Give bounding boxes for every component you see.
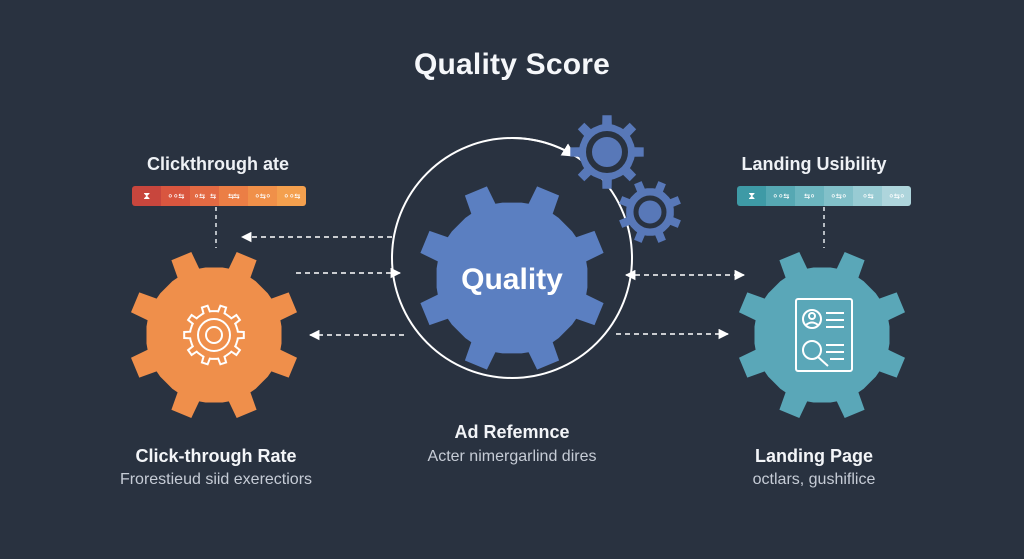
quality-gear — [420, 186, 604, 370]
gear-icon — [570, 115, 644, 189]
left-caption: Frorestieud siid exerectiors — [119, 471, 313, 488]
left-metric-bar: ⧗ ∘∘⇆ ∘⇆ ⇆ ⇆⇆ ∘⇆∘ ∘∘⇆ — [132, 186, 306, 206]
target-gear-icon — [183, 304, 245, 366]
cycle-arrow — [511, 137, 577, 157]
landing-page-gear — [739, 252, 905, 418]
small-gear-2-hole — [633, 195, 667, 229]
right-bar-seg: ∘∘⇆ — [766, 186, 795, 206]
left-bar-seg: ⇆⇆ — [219, 186, 248, 206]
left-bar-seg: ∘∘⇆ — [161, 186, 190, 206]
right-top-label: Landing Usibility — [741, 154, 887, 174]
right-bar-seg: ∘⇆ — [853, 186, 882, 206]
left-bar-seg: ∘∘⇆ — [277, 186, 306, 206]
left-bar-seg: ∘⇆ ⇆ — [190, 186, 219, 206]
center-bottom-label: Ad Refemnce — [454, 422, 570, 442]
page-title: Quality Score — [413, 48, 610, 81]
left-bar-seg: ∘⇆∘ — [248, 186, 277, 206]
right-bar-seg: ⇆∘ — [795, 186, 824, 206]
right-caption: octlars, gushiflice — [752, 471, 876, 488]
left-bottom-label: Click-through Rate — [135, 446, 297, 466]
center-caption: Acter nimergarlind dires — [427, 448, 597, 465]
left-top-label: Clickthrough ate — [146, 154, 289, 174]
document-search-icon — [795, 298, 853, 372]
small-gear-1-hole — [586, 131, 628, 173]
right-bottom-label: Landing Page — [754, 446, 873, 466]
left-bar-seg: ⧗ — [132, 186, 161, 206]
quality-gear-label: Quality — [461, 263, 563, 296]
click-through-gear — [131, 252, 297, 418]
small-gear-2 — [619, 181, 681, 243]
right-bar-seg: ∘⇆∘ — [882, 186, 911, 206]
small-gear-1 — [570, 115, 644, 189]
right-metric-bar: ⧗ ∘∘⇆ ⇆∘ ∘⇆∘ ∘⇆ ∘⇆∘ — [737, 186, 911, 206]
right-bar-seg: ∘⇆∘ — [824, 186, 853, 206]
gear-icon — [619, 181, 681, 243]
right-bar-seg: ⧗ — [737, 186, 766, 206]
